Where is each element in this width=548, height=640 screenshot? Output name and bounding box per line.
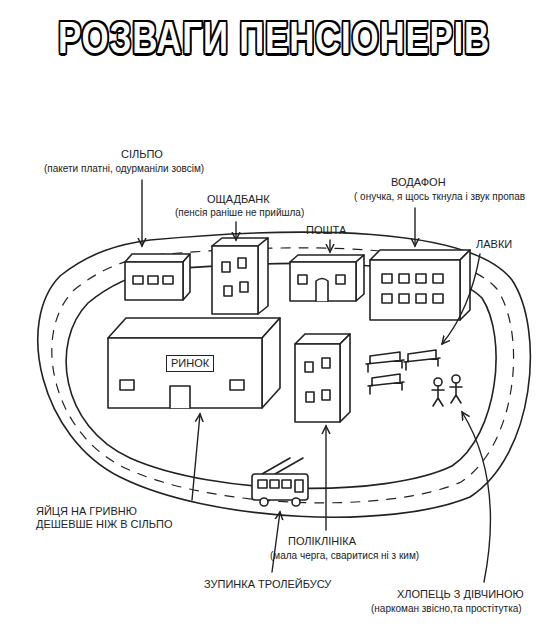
road-centre-line bbox=[52, 248, 514, 503]
note-label: (пакети платні, одурманіли зовсім) bbox=[44, 163, 204, 175]
trolleybus bbox=[252, 458, 308, 506]
sign-text: РИНОК bbox=[171, 357, 209, 369]
note-label: (мала черга, сваритися ні з ким) bbox=[270, 550, 419, 562]
benches bbox=[366, 350, 440, 394]
place-label: ПОЛІКЛІНІКА bbox=[288, 535, 356, 548]
note-label: (наркоман звісно,та простітутка) bbox=[371, 603, 522, 615]
oschadbank-building bbox=[212, 238, 268, 314]
place-label: ОЩАДБАНК bbox=[207, 193, 270, 206]
note-label: (пенсія раніше не прийшла) bbox=[175, 207, 304, 219]
place-label: СІЛЬПО bbox=[121, 148, 163, 161]
sign-box: РИНОК bbox=[166, 355, 214, 372]
place-label: ПОШТА bbox=[306, 224, 346, 237]
couple-figures bbox=[432, 375, 462, 406]
place-label: ЛАВКИ bbox=[476, 238, 512, 251]
silpo-building bbox=[125, 254, 190, 300]
vodafone-building bbox=[370, 250, 470, 320]
polyclinic-building bbox=[295, 334, 350, 422]
post-office-building bbox=[290, 255, 364, 301]
road-outer bbox=[38, 232, 531, 517]
title: РОЗВАГИ ПЕНСІОНЕРІВ bbox=[58, 14, 490, 62]
place-label: ЯЙЦЯ НА ГРИВНЮ ДЕШЕВШЕ НІЖ В СІЛЬПО bbox=[36, 505, 196, 531]
place-label: ХЛОПЕЦЬ З ДІВЧИНОЮ bbox=[397, 588, 524, 601]
market-building bbox=[108, 318, 280, 408]
leader-arrows bbox=[142, 180, 490, 582]
place-label: ЗУПИНКА ТРОЛЕЙБУСУ bbox=[204, 578, 331, 591]
place-label: ВОДАФОН bbox=[391, 176, 446, 189]
note-label: ( онучка, я щось ткнула і звук пропав bbox=[354, 191, 525, 203]
